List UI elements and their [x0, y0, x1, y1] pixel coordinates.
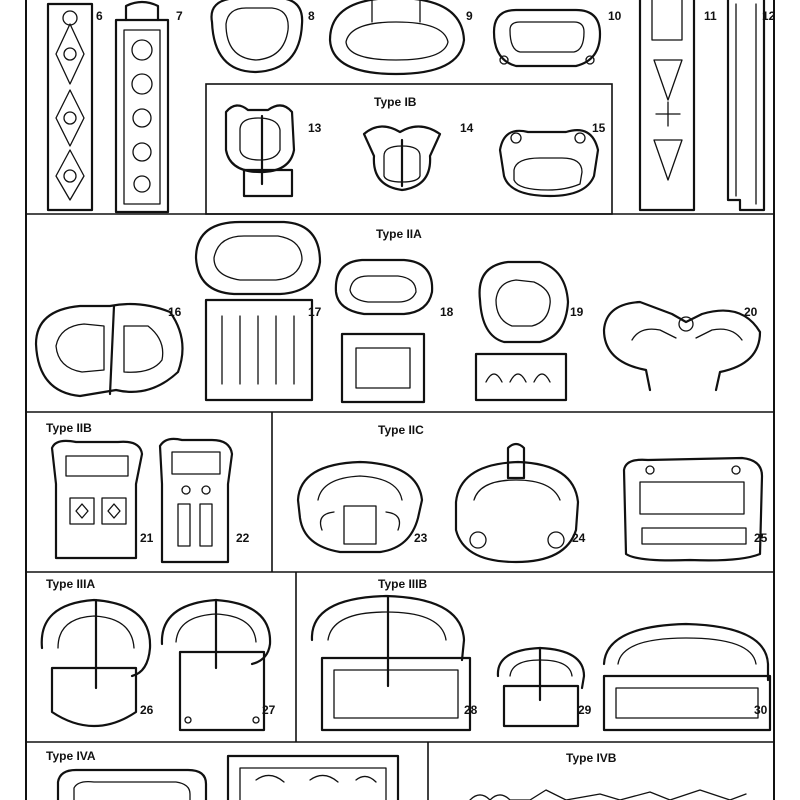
- figure-number: 23: [414, 531, 428, 545]
- type-iva-label: Type IVA: [46, 749, 96, 763]
- figure-number: 19: [570, 305, 584, 319]
- figure-number: 29: [578, 703, 592, 717]
- buckle-figure-19: [474, 260, 570, 402]
- buckle-figure-26: [40, 598, 152, 728]
- type-ivb-label: Type IVB: [566, 751, 617, 765]
- buckle-figure-14: [362, 125, 442, 192]
- buckle-figure-6: [46, 2, 94, 212]
- buckle-figure-10: [492, 8, 602, 68]
- buckle-figure-30: [602, 622, 772, 732]
- buckle-figure-18: [334, 258, 434, 404]
- buckle-figure-21: [50, 439, 144, 560]
- buckle-figure-9: [328, 0, 466, 76]
- buckle-figure-ivb: [469, 789, 747, 800]
- buckle-figure-13: [224, 104, 296, 198]
- buckle-figure-16: [34, 302, 184, 398]
- buckle-figure-28: [310, 594, 472, 732]
- buckle-figure-20: [602, 300, 762, 392]
- figure-number: 13: [308, 121, 322, 135]
- type-iiia-label: Type IIIA: [46, 577, 95, 591]
- buckle-figure-11: [638, 0, 696, 212]
- figure-number: 14: [460, 121, 474, 135]
- type-iic-label: Type IIC: [378, 423, 424, 437]
- figure-number: 17: [308, 305, 322, 319]
- buckle-figure-12: [726, 0, 766, 212]
- buckle-figure-29: [496, 646, 586, 728]
- figure-number: 10: [608, 9, 622, 23]
- type-iiib-label: Type IIIB: [378, 577, 427, 591]
- buckle-figure-8: [210, 0, 304, 74]
- buckle-figure-22: [158, 437, 234, 564]
- buckle-figure-25: [622, 456, 764, 562]
- buckle-figure-iva-right: [226, 754, 400, 800]
- figure-number: 18: [440, 305, 454, 319]
- figure-number: 12: [762, 9, 776, 23]
- figure-number: 7: [176, 9, 183, 23]
- plate-frame: [25, 0, 775, 800]
- buckle-figure-17: [194, 220, 322, 402]
- figure-number: 20: [744, 305, 758, 319]
- figure-number: 21: [140, 531, 154, 545]
- figure-number: 9: [466, 9, 473, 23]
- figure-number: 11: [704, 9, 717, 23]
- figure-number: 22: [236, 531, 250, 545]
- figure-number: 8: [308, 9, 315, 23]
- buckle-figure-23: [296, 460, 424, 554]
- type-iib-label: Type IIB: [46, 421, 92, 435]
- figure-number: 26: [140, 703, 154, 717]
- type-iia-label: Type IIA: [376, 227, 422, 241]
- buckle-figure-27: [160, 598, 272, 732]
- figure-number: 27: [262, 703, 276, 717]
- figure-number: 15: [592, 121, 606, 135]
- buckle-figure-iva-left: [56, 768, 208, 800]
- figure-number: 30: [754, 703, 768, 717]
- type-ib-label: Type IB: [374, 95, 417, 109]
- buckle-figure-7: [114, 0, 170, 214]
- buckle-figure-24: [454, 442, 580, 564]
- figure-number: 6: [96, 9, 103, 23]
- buckle-figure-15: [498, 129, 600, 198]
